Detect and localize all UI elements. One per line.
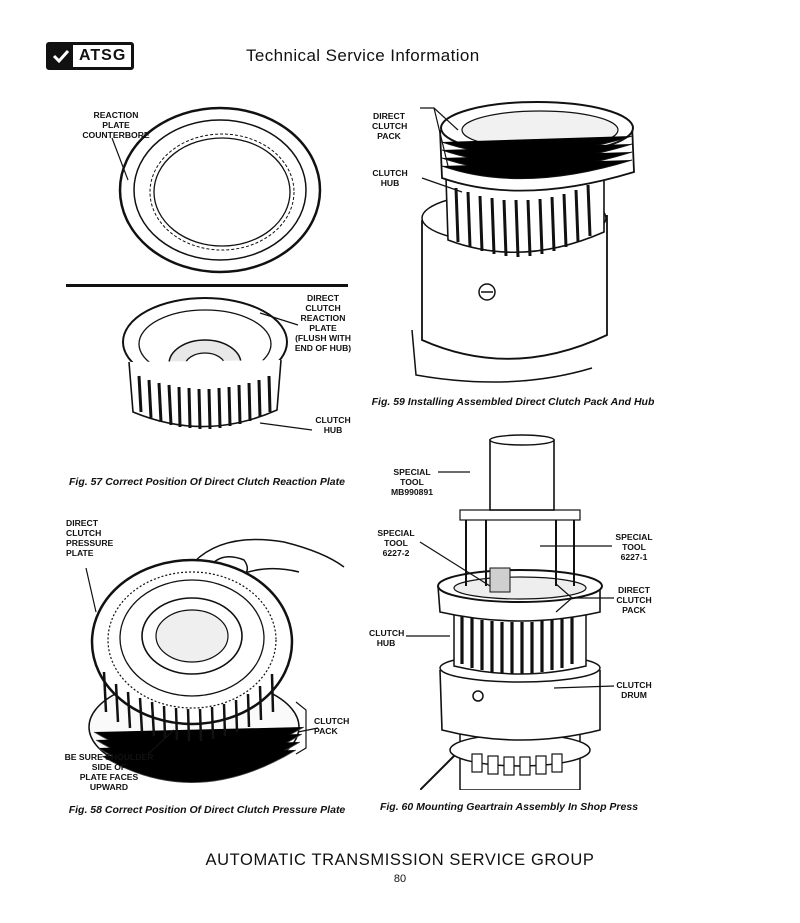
label-special-tool-6227-1: SPECIAL TOOL 6227-1 [615, 532, 653, 562]
logo-text: ATSG [79, 47, 127, 64]
fig57-divider [66, 284, 348, 287]
fig57-reaction-plate-illustration [118, 106, 322, 274]
label-fig59-clutch-hub: CLUTCH HUB [372, 168, 408, 188]
fig59-assembly-illustration [411, 101, 635, 383]
fig57-counterbore-leader [111, 137, 129, 181]
fig59-caption: Fig. 59 Installing Assembled Direct Clut… [371, 396, 655, 408]
label-reaction-plate-counterbore: REACTION PLATE COUNTERBORE [82, 110, 150, 140]
header-title: Technical Service Information [246, 46, 480, 65]
atsg-logo: ATSG [46, 42, 134, 70]
label-fig60-direct-clutch-pack: DIRECT CLUTCH PACK [616, 585, 652, 615]
label-direct-clutch-reaction-plate: DIRECT CLUTCH REACTION PLATE (FLUSH WITH… [294, 293, 352, 353]
fig59-leaders [420, 107, 463, 193]
label-fig59-direct-clutch-pack: DIRECT CLUTCH PACK [372, 111, 408, 141]
fig60-caption: Fig. 60 Mounting Geartrain Assembly In S… [379, 801, 639, 813]
fig58-pressure-plate-illustration [88, 538, 345, 783]
label-fig60-clutch-hub: CLUTCH HUB [369, 628, 405, 648]
label-fig58-clutch-pack: CLUTCH PACK [314, 716, 350, 736]
footer-title: AUTOMATIC TRANSMISSION SERVICE GROUP [205, 851, 595, 869]
fig57-caption: Fig. 57 Correct Position Of Direct Clutc… [69, 476, 345, 488]
fig57-hub-illustration [122, 297, 288, 430]
fig58-leaders [85, 567, 319, 755]
label-special-tool-6227-2: SPECIAL TOOL 6227-2 [377, 528, 415, 558]
label-shoulder-side-note: BE SURE SHOULDER SIDE OF PLATE FACES UPW… [64, 752, 154, 792]
label-special-tool-mb990891: SPECIAL TOOL MB990891 [390, 467, 434, 497]
label-fig60-clutch-drum: CLUTCH DRUM [616, 680, 652, 700]
checkmark-icon [49, 45, 73, 67]
page-number: 80 [393, 873, 407, 885]
label-fig57-clutch-hub: CLUTCH HUB [315, 415, 351, 435]
fig57-leaders [259, 312, 313, 431]
fig60-shop-press-illustration [420, 434, 603, 790]
fig58-caption: Fig. 58 Correct Position Of Direct Clutc… [68, 804, 346, 816]
label-direct-clutch-pressure-plate: DIRECT CLUTCH PRESSURE PLATE [66, 518, 114, 558]
fig60-leaders [406, 471, 615, 689]
